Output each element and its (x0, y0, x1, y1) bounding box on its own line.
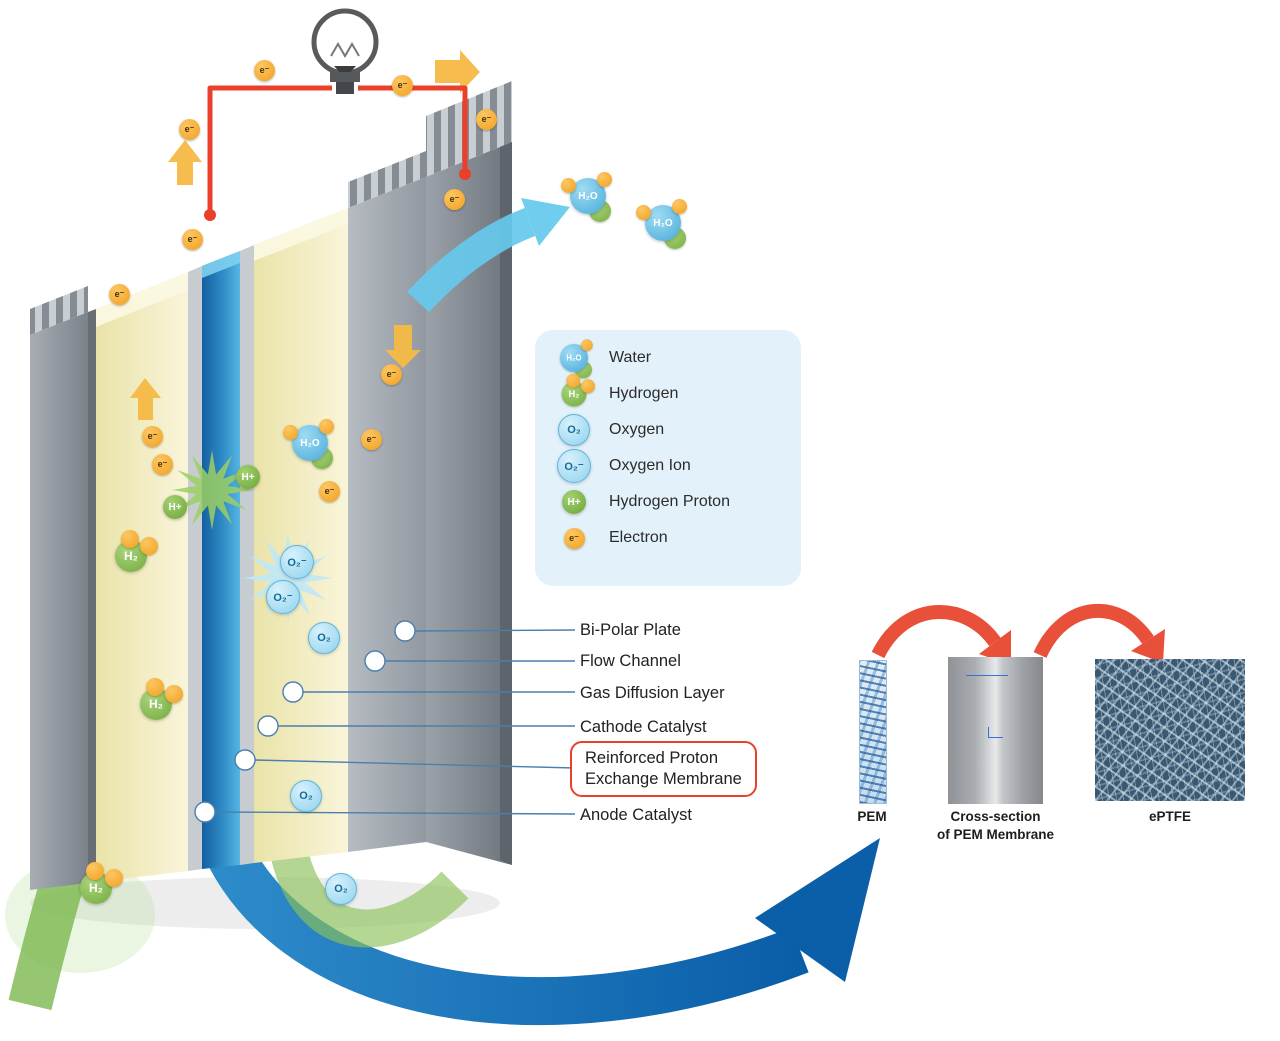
water-molecule-icon: H₂O (559, 339, 593, 379)
electron-badge: e⁻ (142, 426, 163, 447)
h2o-molecule: H₂O (561, 172, 612, 222)
h2o-molecule: H₂O (636, 199, 687, 249)
legend-item-oxygen: O₂ Oxygen (535, 412, 801, 448)
pem-cross-section-image (948, 657, 1043, 804)
red-zoom-arrow-1 (871, 605, 1011, 665)
anode-catalyst-layer (188, 266, 202, 871)
electron-badge: e⁻ (319, 481, 340, 502)
down-arrow-icon (385, 325, 421, 368)
fuel-cell-stack (30, 81, 512, 890)
bipolar-plate-left (30, 312, 88, 890)
bipolar-fins-right-a (348, 151, 426, 208)
annotation-mark (988, 727, 1003, 738)
label-line-1: Reinforced Proton (585, 749, 718, 767)
eptfe-caption: ePTFE (1148, 809, 1191, 824)
bipolar-plate-right-b (426, 142, 512, 865)
oxygen-ion-burst (244, 534, 332, 622)
legend-item-water: H₂O Water (535, 339, 801, 379)
label-flow-channel: Flow Channel (580, 652, 681, 670)
legend-label: Oxygen (609, 421, 665, 438)
caption-line-1: Cross-section (950, 809, 1041, 824)
cathode-catalyst-layer (240, 245, 254, 865)
h2o-molecule: H₂O (283, 419, 334, 469)
electron-badge: e⁻ (392, 75, 413, 96)
gdl-top-face (96, 272, 188, 327)
up-arrow-icon-2 (130, 378, 161, 420)
pem-caption: PEM (857, 809, 887, 824)
up-arrow-icon (168, 140, 202, 185)
leader-lines (194, 620, 576, 823)
caption-line-2: of PEM Membrane (936, 827, 1055, 842)
bipolar-fins-right-b (426, 81, 512, 177)
legend-item-oxygen-ion: O₂⁻ Oxygen Ion (535, 448, 801, 484)
hydrogen-proton-icon: H+ (562, 490, 586, 514)
o2-molecule: O₂ (325, 873, 357, 905)
plate-gap (88, 309, 96, 883)
legend: H₂O Water H₂ Hydrogen O₂ Oxygen O₂⁻ Oxyg… (535, 330, 801, 586)
label-bipolar-plate: Bi-Polar Plate (580, 621, 681, 639)
h2-molecule: H₂ (140, 678, 183, 720)
electron-badge: e⁻ (254, 60, 275, 81)
right-arrow-icon (435, 50, 480, 93)
electron-icon: e⁻ (563, 527, 585, 549)
electron-badge: e⁻ (381, 364, 402, 385)
oxygen-ion-icon: O₂⁻ (557, 449, 591, 483)
label-gas-diffusion-layer: Gas Diffusion Layer (580, 684, 725, 702)
legend-item-hydrogen-proton: H+ Hydrogen Proton (535, 484, 801, 520)
gas-diffusion-layer-cathode (254, 208, 348, 863)
hydrogen-molecule-icon: H₂ (561, 373, 596, 407)
electron-badge: e⁻ (152, 454, 173, 475)
legend-item-electron: e⁻ Electron (535, 520, 801, 556)
electron-badge: e⁻ (182, 229, 203, 250)
label-anode-catalyst: Anode Catalyst (580, 806, 692, 824)
membrane-top-face (202, 251, 240, 278)
electron-badge: e⁻ (361, 429, 382, 450)
hydrogen-proton: H+ (163, 495, 187, 519)
pem-strip-image (859, 660, 887, 804)
gas-diffusion-layer-anode (96, 272, 188, 882)
o2-molecule: O₂ (308, 622, 340, 654)
pem-membrane-layer (202, 251, 240, 869)
legend-label: Water (609, 349, 652, 366)
terminal-dot-2 (459, 168, 471, 180)
plate-edge (500, 142, 512, 865)
red-zoom-arrow-2 (1033, 603, 1165, 663)
h2-molecule: H₂ (115, 530, 158, 572)
electron-badge: e⁻ (109, 284, 130, 305)
legend-label: Oxygen Ion (609, 457, 691, 474)
electron-badge: e⁻ (476, 109, 497, 130)
o2-molecule: O₂ (290, 780, 322, 812)
electron-flow-arrows (130, 50, 480, 420)
label-line-2: Exchange Membrane (585, 770, 742, 788)
bipolar-fins-left (30, 286, 88, 335)
h2-molecule: H₂ (80, 862, 123, 904)
proton-burst (172, 450, 252, 530)
oxygen-molecule-icon: O₂ (558, 414, 590, 446)
legend-item-hydrogen: H₂ Hydrogen (535, 373, 801, 412)
eptfe-sem-image (1095, 659, 1245, 801)
gdl-top-face-2 (254, 208, 348, 261)
legend-label: Hydrogen (609, 385, 679, 402)
electron-badge: e⁻ (179, 119, 200, 140)
label-cathode-catalyst: Cathode Catalyst (580, 718, 707, 736)
bipolar-plate-right-a (348, 177, 426, 852)
annotation-line (966, 675, 1008, 676)
legend-label: Hydrogen Proton (609, 493, 730, 510)
label-reinforced-pem: Reinforced Proton Exchange Membrane (570, 741, 757, 797)
water-out-arrow (406, 198, 570, 313)
light-bulb (311, 8, 379, 94)
oxygen-ion: O₂⁻ (266, 580, 300, 614)
pem-zoom-arrow (195, 819, 880, 1026)
terminal-dot (204, 209, 216, 221)
electron-badge: e⁻ (444, 189, 465, 210)
oxygen-ion: O₂⁻ (280, 545, 314, 579)
legend-label: Electron (609, 529, 668, 546)
hydrogen-proton: H+ (236, 465, 260, 489)
cross-section-caption: Cross-section of PEM Membrane (928, 808, 1063, 844)
